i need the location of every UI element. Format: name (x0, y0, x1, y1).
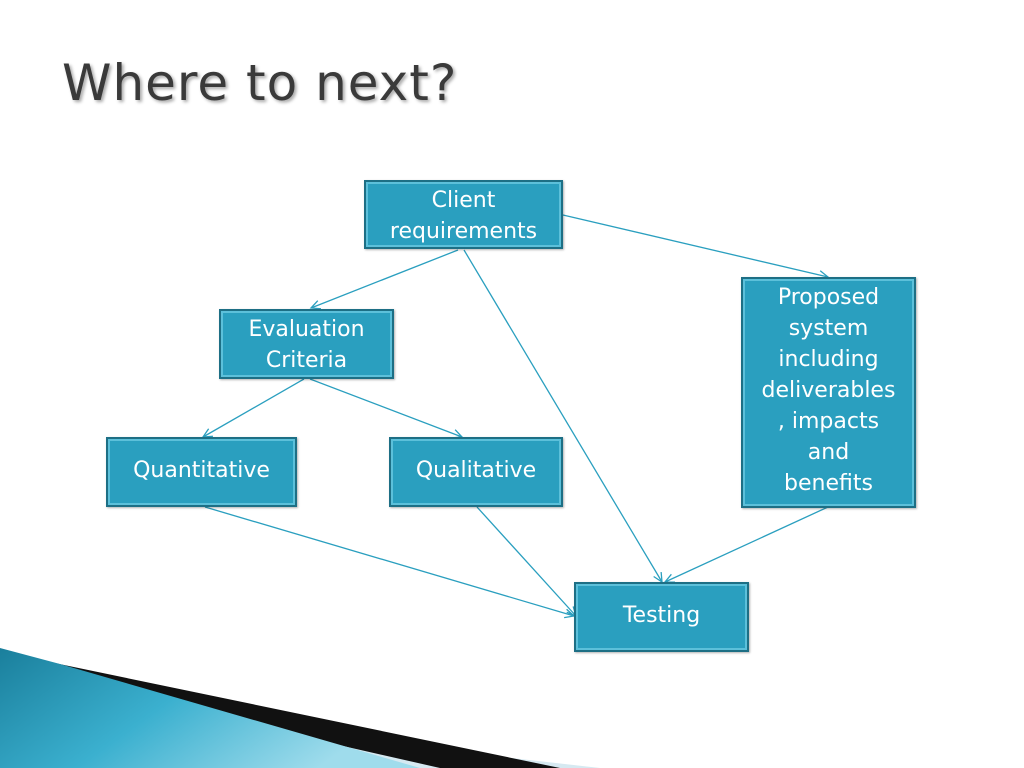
arrowhead (653, 571, 663, 584)
connector-client-to-proposed (562, 214, 830, 280)
node-line: Criteria (265, 348, 348, 373)
connector-client-to-testing (463, 249, 663, 584)
connector-line (204, 506, 575, 617)
node-line: Proposed (777, 285, 880, 310)
arrowhead (309, 300, 322, 310)
node-client-requirements: Client requirements (364, 180, 563, 249)
connector-line (310, 249, 459, 309)
connector-line (463, 249, 663, 583)
connector-qualitative-to-testing (476, 506, 578, 618)
connector-quantitative-to-testing (204, 506, 576, 619)
connector-evaluation-to-qualitative (309, 378, 464, 439)
connector-line (309, 378, 463, 438)
node-line: Qualitative (415, 457, 537, 483)
node-line: Testing (622, 602, 701, 628)
node-testing: Testing (574, 582, 749, 652)
connector-line (664, 506, 829, 583)
node-proposed-system: Proposed system including deliverables ,… (741, 277, 916, 508)
node-line: benefits (784, 471, 873, 496)
slide-title: Where to next? (62, 54, 458, 112)
node-line: Client (431, 188, 496, 213)
node-quantitative: Quantitative (106, 437, 297, 507)
node-line: Quantitative (133, 457, 270, 483)
node-line: requirements (389, 219, 538, 244)
connector-proposed-to-testing (663, 506, 829, 583)
connector-line (562, 214, 829, 278)
connector-line (476, 506, 577, 617)
node-line: system (788, 316, 869, 341)
node-line: , impacts (777, 409, 880, 434)
node-line: and (807, 440, 850, 465)
node-evaluation-criteria: Evaluation Criteria (219, 309, 394, 379)
node-line: deliverables (761, 378, 896, 403)
connector-client-to-evaluation (309, 249, 459, 310)
node-qualitative: Qualitative (389, 437, 563, 507)
node-line: Evaluation (248, 317, 365, 342)
connector-evaluation-to-quantitative (201, 378, 305, 438)
connector-line (202, 378, 305, 438)
node-line: including (778, 347, 879, 372)
decor-teal-wedge (0, 648, 420, 768)
